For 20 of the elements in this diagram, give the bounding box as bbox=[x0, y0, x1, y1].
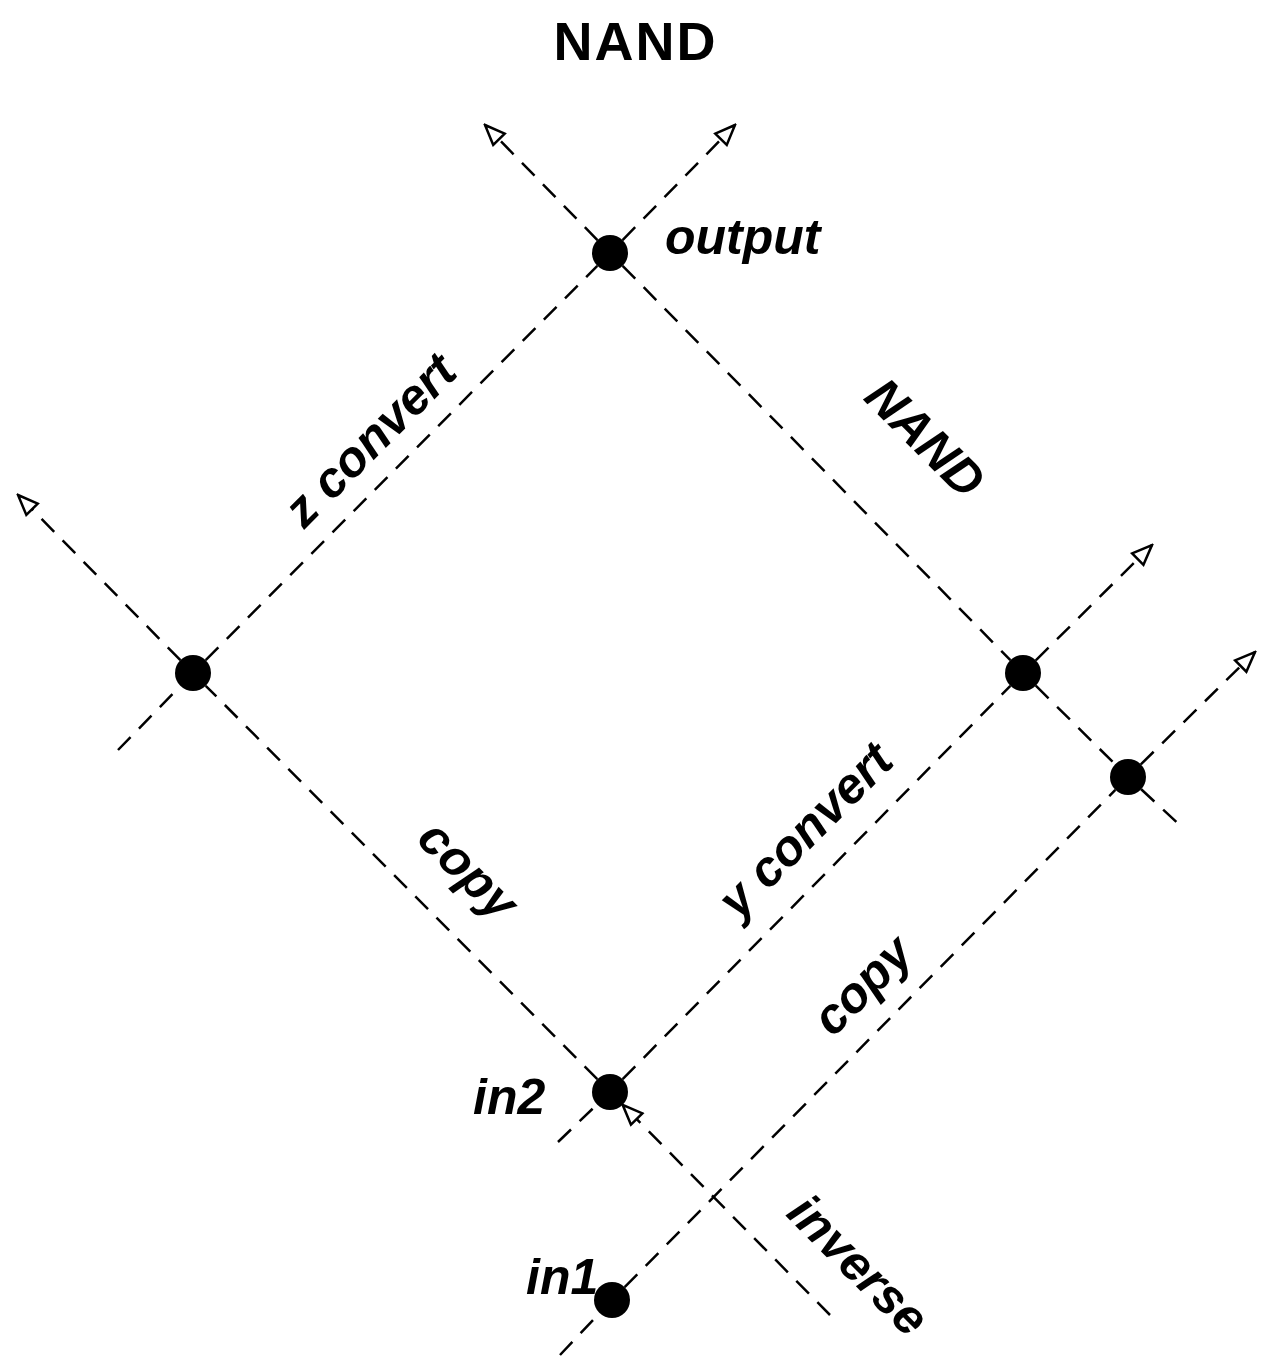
dashed-arrow bbox=[621, 1103, 831, 1316]
dashed-arrow bbox=[483, 123, 599, 241]
dashed-arrow bbox=[621, 123, 737, 241]
junction-dot bbox=[591, 1073, 629, 1111]
junction-dot bbox=[591, 234, 629, 272]
junction-dot bbox=[1109, 758, 1147, 796]
junction-dot bbox=[1004, 654, 1042, 692]
dashed-arrow bbox=[1034, 543, 1154, 662]
dashed-line bbox=[621, 684, 1012, 1081]
dashed-arrow bbox=[16, 493, 182, 662]
dashed-arrow bbox=[1139, 650, 1257, 766]
dashed-line bbox=[623, 788, 1117, 1289]
diagram-title: NAND bbox=[552, 10, 719, 72]
node-caption: output bbox=[665, 212, 821, 262]
junction-dot bbox=[174, 654, 212, 692]
node-caption: in2 bbox=[473, 1072, 546, 1122]
dashed-line bbox=[204, 264, 599, 662]
dashed-line bbox=[204, 684, 599, 1081]
dashed-line bbox=[621, 264, 1012, 662]
node-caption: in1 bbox=[526, 1252, 599, 1302]
